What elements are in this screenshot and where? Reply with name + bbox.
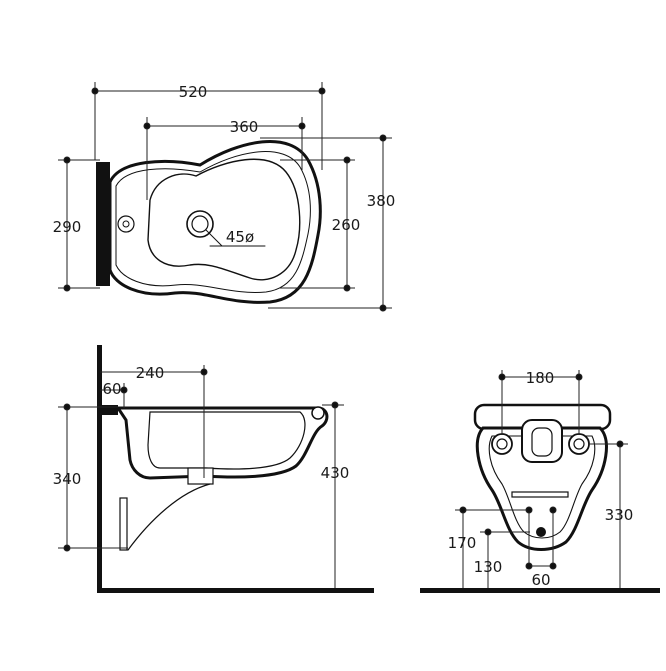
- overflow-hole-inner: [122, 220, 130, 228]
- dim-bowl-length: 360: [230, 118, 259, 136]
- dim-tap-hole: 45ø: [226, 228, 254, 246]
- side-overflow-knob: [311, 406, 325, 420]
- side-support-curve: [127, 483, 211, 551]
- top-view: [96, 140, 322, 304]
- side-view: [97, 345, 374, 593]
- front-tap-boss-inner: [531, 427, 553, 457]
- tap-hole-outer: [186, 210, 214, 238]
- dimension-labels: 520 360 380 260 290 45ø 240 60 340 430 1…: [53, 83, 634, 589]
- side-view-dimensions: [58, 365, 344, 588]
- side-floor: [97, 588, 374, 593]
- front-floor: [420, 588, 660, 593]
- top-view-dimensions: [58, 82, 392, 312]
- tap-hole-inner: [191, 215, 209, 233]
- dim-wall-thickness: 60: [102, 380, 121, 398]
- front-body-outline: [475, 426, 608, 551]
- front-view-dimensions: [455, 370, 628, 588]
- dim-waste-height: 130: [474, 558, 503, 576]
- dim-overall-length: 520: [179, 83, 208, 101]
- front-fixing-hole-left: [491, 433, 513, 455]
- front-body-inner: [488, 435, 596, 539]
- dim-fixing-height: 330: [605, 506, 634, 524]
- side-body-outline: [115, 406, 329, 480]
- dim-mount-depth: 290: [53, 218, 82, 236]
- dim-body-height: 340: [53, 470, 82, 488]
- dim-overall-depth: 380: [367, 192, 396, 210]
- front-waste-outlet: [536, 527, 546, 537]
- bidet-outer-outline: [108, 140, 322, 304]
- bowl-inner-outline: [147, 158, 301, 281]
- side-wall: [97, 345, 102, 593]
- dim-drain-offset: 240: [136, 364, 165, 382]
- side-pedestal-back: [119, 497, 128, 551]
- wall-mount-plate: [96, 162, 110, 286]
- overflow-hole: [117, 215, 135, 233]
- dim-bowl-depth: 260: [332, 216, 361, 234]
- front-slot: [511, 491, 569, 498]
- side-bowl-inner: [147, 411, 306, 470]
- side-mount-block: [102, 405, 118, 415]
- front-view: [420, 403, 660, 593]
- bidet-rim-line: [115, 151, 311, 293]
- dim-rim-height: 430: [321, 464, 350, 482]
- front-fixing-hole-right: [568, 433, 590, 455]
- dim-inlet-spacing: 60: [531, 571, 550, 589]
- dim-supply-height: 170: [448, 534, 477, 552]
- front-fixing-hole-right-inner: [573, 438, 585, 450]
- dim-fixing-spacing: 180: [526, 369, 555, 387]
- front-fixing-hole-left-inner: [496, 438, 508, 450]
- side-waste-fitting: [187, 467, 214, 485]
